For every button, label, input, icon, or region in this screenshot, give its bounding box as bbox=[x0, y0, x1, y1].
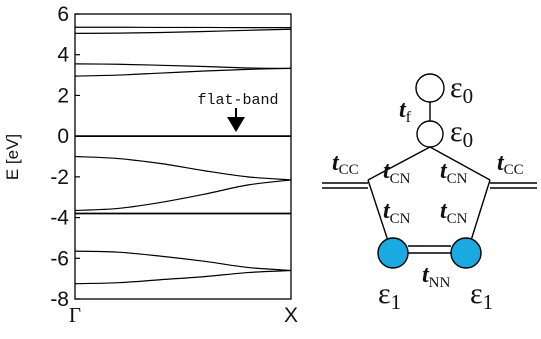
band-line-10 bbox=[74, 269, 292, 285]
y-tick-label: -4 bbox=[50, 207, 69, 230]
label-right-site: ε1 bbox=[470, 277, 493, 314]
y-tick-label: 0 bbox=[57, 125, 69, 148]
flat-band-annotation: flat-band bbox=[197, 92, 279, 132]
bond-cn-upper-right bbox=[429, 146, 491, 181]
band-line-3 bbox=[74, 63, 292, 69]
y-axis-title: E [eV] bbox=[3, 134, 22, 180]
y-tick-label: -6 bbox=[50, 247, 69, 270]
label-top-site: ε0 bbox=[450, 71, 473, 108]
x-tick-label: X bbox=[284, 304, 298, 327]
y-tick-label: 2 bbox=[57, 84, 69, 107]
plot-frame bbox=[74, 13, 292, 300]
label-tf: tf bbox=[399, 97, 412, 126]
y-tick-label: -8 bbox=[50, 288, 69, 311]
site-mid bbox=[416, 120, 444, 148]
label-mid-site: ε0 bbox=[450, 115, 473, 152]
lattice-diagram: ε0 ε0 ε1 ε1 tf tCC tCC tCN tCN tCN tCN t… bbox=[322, 71, 537, 314]
bond-cn-upper-left bbox=[367, 146, 431, 181]
band-line-6 bbox=[74, 155, 292, 181]
label-tcn-upper-left: tCN bbox=[383, 158, 411, 187]
y-tick-label: 6 bbox=[57, 3, 69, 26]
label-left-site: ε1 bbox=[378, 277, 401, 314]
bands bbox=[74, 26, 292, 285]
bond-cn-lower-right bbox=[467, 179, 491, 251]
site-n-right bbox=[450, 237, 482, 269]
label-tcn-lower-right: tCN bbox=[440, 198, 468, 227]
bond-cn-lower-left bbox=[367, 179, 392, 251]
site-n-left bbox=[377, 237, 409, 269]
x-tick-label: Γ bbox=[69, 303, 81, 327]
flat-band-arrow-head bbox=[227, 117, 245, 132]
flat-band-label: flat-band bbox=[197, 92, 278, 109]
label-tcc-right: tCC bbox=[497, 150, 524, 178]
y-ticks: 6 4 2 0 -2 -4 -6 -8 bbox=[50, 3, 80, 311]
label-tcn-upper-right: tCN bbox=[440, 158, 468, 187]
band-line-7 bbox=[74, 179, 292, 212]
y-tick-label: -2 bbox=[50, 166, 69, 189]
label-tcc-left: tCC bbox=[332, 150, 359, 178]
y-tick-label: 4 bbox=[57, 44, 69, 67]
band-line-9 bbox=[74, 250, 292, 272]
site-top bbox=[415, 73, 445, 103]
band-line-4 bbox=[74, 67, 292, 77]
band-line-2 bbox=[74, 28, 292, 34]
label-tcn-lower-left: tCN bbox=[383, 198, 411, 227]
label-tnn: tNN bbox=[422, 262, 451, 291]
